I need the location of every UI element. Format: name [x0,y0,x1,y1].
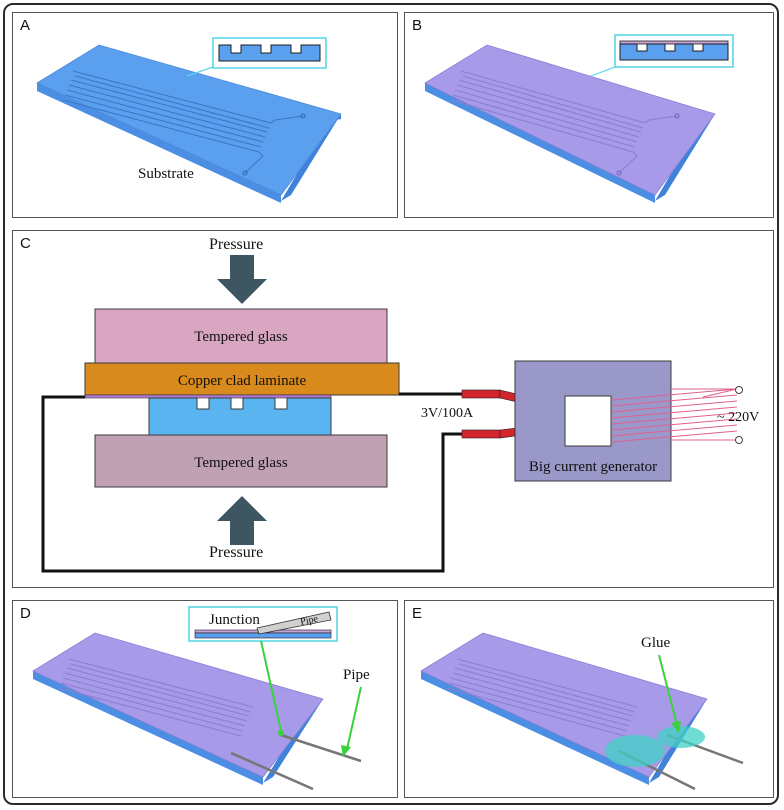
microchip [148,397,332,436]
generator-label: Big current generator [529,459,657,475]
tempered-glass-top [94,308,388,364]
panel-e-label: E [412,605,423,622]
panel-b-label: B [412,17,423,34]
pressure-bottom-label: Pressure [209,544,263,561]
voltage-label: ~ 220V [717,410,759,425]
circuit-wire [41,395,462,573]
generator-core [564,395,612,447]
substrate-illustration: Substrate [36,37,342,203]
bonded-chip-top [32,632,324,778]
pressure-top-arrow [217,255,267,304]
panel-b: B [404,12,774,218]
current-spec-label: 3V/100A [421,406,474,421]
junction-label: Junction [209,612,260,628]
copper-clad-laminate [84,362,400,396]
laminate-label: Copper clad laminate [178,373,307,389]
tempered-glass-bottom [94,434,388,488]
thermal-bonding-setup: Pressure Tempered glass Copper clad lami… [41,236,759,573]
serpentine-channels [62,70,304,174]
pressure-bottom-arrow [217,496,267,545]
panel-a-label: A [20,17,31,34]
glue-sealing-illustration: Glue [420,632,744,791]
pipe-lower [230,751,314,791]
sealed-chip-top [420,632,708,778]
panel-c-label: C [20,235,31,252]
tempered-glass-top-label: Tempered glass [194,329,288,345]
covered-channels [450,70,678,174]
panel-d-label: D [20,605,31,622]
tempered-glass-bottom-label: Tempered glass [194,455,288,471]
panel-a: A Substrate [12,12,398,218]
substrate-label: Substrate [138,166,194,182]
coated-substrate-illustration [424,34,734,203]
glue-upper [657,726,705,748]
pipe-insertion-illustration: Junction Pipe Pipe [32,606,370,791]
pipe-upper [280,733,362,763]
glue-label: Glue [641,635,671,651]
glue-lower [605,735,665,767]
coated-top [424,44,716,196]
pressure-top-label: Pressure [209,236,263,253]
panel-d: D Junction Pipe Pipe [12,600,398,798]
panel-e: E Glue [404,600,774,798]
pipe-inset-label: Pipe [299,613,319,628]
pipe-label: Pipe [343,667,370,683]
substrate-top [36,44,342,196]
panel-c: C Pressure Tempered glass Copper clad la… [12,230,774,588]
